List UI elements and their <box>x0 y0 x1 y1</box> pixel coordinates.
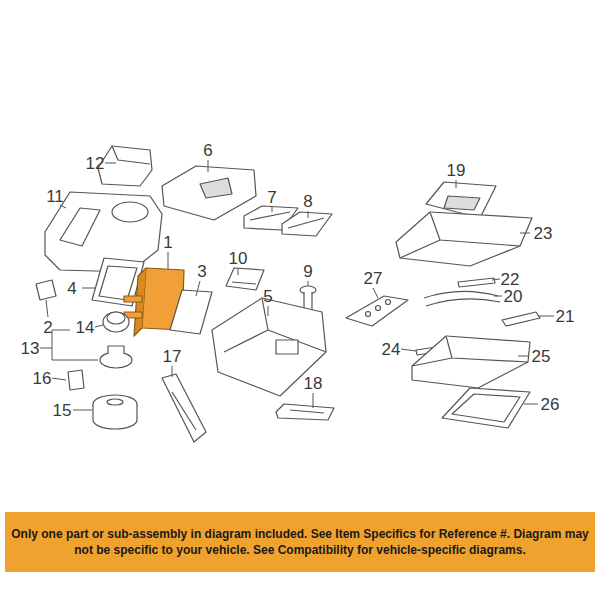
notice-band: Only one part or sub-assembly in diagram… <box>5 512 595 572</box>
callout-number: 10 <box>229 250 248 267</box>
callout-number: 13 <box>21 340 40 357</box>
callout-number: 7 <box>267 189 276 206</box>
callout-number: 12 <box>86 155 105 172</box>
callout-number: 21 <box>556 308 575 325</box>
callout-number: 5 <box>263 288 272 305</box>
callout-number: 3 <box>197 263 206 280</box>
callout-number: 11 <box>46 188 64 205</box>
callout-number: 1 <box>163 234 172 251</box>
callout-number: 23 <box>534 225 553 242</box>
callout-number: 17 <box>163 348 182 365</box>
notice-text: Only one part or sub-assembly in diagram… <box>11 526 589 558</box>
callout-number: 25 <box>532 348 551 365</box>
callout-number: 19 <box>447 162 466 179</box>
callout-number: 4 <box>67 280 76 297</box>
callout-number: 22 <box>501 271 520 288</box>
callout-number: 26 <box>541 396 560 413</box>
callout-number: 24 <box>382 341 401 358</box>
callout-number: 14 <box>76 319 95 336</box>
callout-number: 6 <box>203 142 212 159</box>
callout-number: 16 <box>33 370 52 387</box>
callout-number: 9 <box>303 263 312 280</box>
callout-number: 20 <box>504 288 523 305</box>
callout-number: 18 <box>304 375 323 392</box>
callout-number: 27 <box>364 270 383 287</box>
callout-number: 15 <box>53 402 72 419</box>
callout-number: 8 <box>303 193 312 210</box>
callout-number: 2 <box>43 319 52 336</box>
